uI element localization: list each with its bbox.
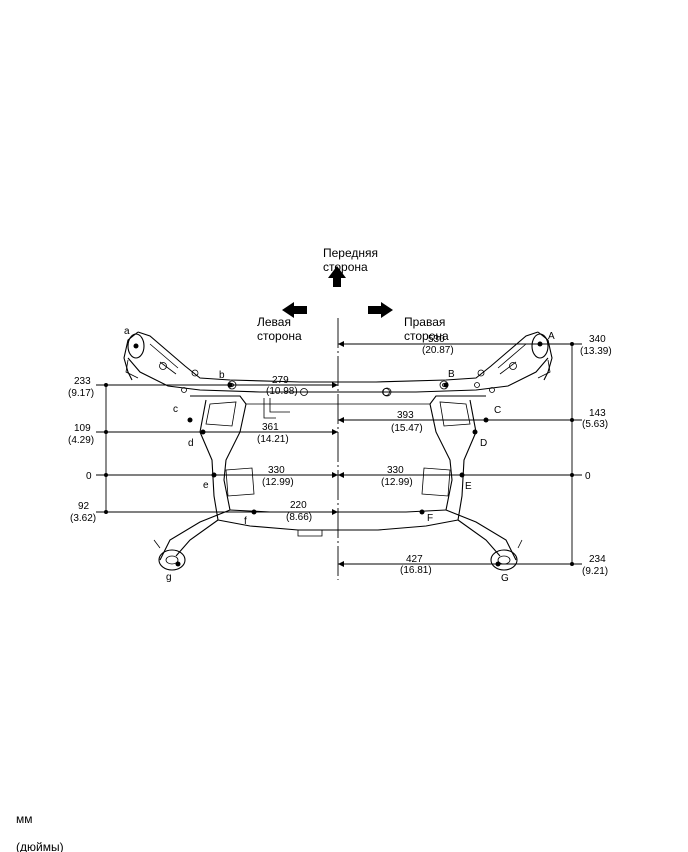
vdim-234-inch: (9.21)	[582, 566, 608, 577]
point-label-F: F	[427, 513, 433, 524]
left-label-2: сторона	[257, 329, 302, 343]
point-label-D: D	[480, 438, 487, 449]
point-label-a: a	[124, 326, 130, 337]
dim-530-inch: (20.87)	[422, 345, 454, 356]
vdim-234-value: 234	[589, 554, 606, 565]
dim-361-value: 361	[262, 422, 279, 433]
point-label-g: g	[166, 572, 172, 583]
vdim-109-inch: (4.29)	[68, 435, 94, 446]
dim-279-value: 279	[272, 375, 289, 386]
right-label-1: Правая	[404, 315, 445, 329]
vdim-233-inch: (9.17)	[68, 388, 94, 399]
point-label-E: E	[465, 481, 472, 492]
dim-530-value: 530	[428, 334, 445, 345]
dim-330l-value: 330	[268, 465, 285, 476]
dim-427-inch: (16.81)	[400, 565, 432, 576]
front-label-2: сторона	[323, 260, 368, 274]
front-arrow-icon	[328, 266, 346, 287]
right-arrow-icon	[368, 302, 393, 318]
dim-220-value: 220	[290, 500, 307, 511]
vdim-340-value: 340	[589, 334, 606, 345]
vdim-143-inch: (5.63)	[582, 419, 608, 430]
dim-330r-value: 330	[387, 465, 404, 476]
vdim-92-inch: (3.62)	[70, 513, 96, 524]
vdim-340-inch: (13.39)	[580, 346, 612, 357]
dim-279-inch: (10.98)	[266, 386, 298, 397]
point-label-B: B	[448, 369, 455, 380]
dim-361-inch: (14.21)	[257, 434, 289, 445]
vertical-dimensions	[96, 342, 582, 566]
dim-330l-inch: (12.99)	[262, 477, 294, 488]
unit-mm-label: мм	[16, 812, 33, 826]
vdim-233-value: 233	[74, 376, 91, 387]
point-label-f: f	[244, 516, 247, 527]
vdim-143-value: 143	[589, 408, 606, 419]
right-label-2: сторона	[404, 329, 449, 343]
front-label-1: Передняя	[323, 246, 378, 260]
point-label-c: c	[173, 404, 178, 415]
left-arrow-icon	[282, 302, 307, 318]
point-label-b: b	[219, 370, 225, 381]
dim-220-inch: (8.66)	[286, 512, 312, 523]
point-label-d: d	[188, 438, 194, 449]
point-label-A: A	[548, 331, 555, 342]
dim-393-inch: (15.47)	[391, 423, 423, 434]
vdim-109-value: 109	[74, 423, 91, 434]
point-label-C: C	[494, 405, 501, 416]
dim-330r-inch: (12.99)	[381, 477, 413, 488]
unit-inch-label: (дюймы)	[16, 840, 64, 852]
left-label-1: Левая	[257, 315, 291, 329]
point-label-e: e	[203, 480, 209, 491]
dim-393-value: 393	[397, 410, 414, 421]
vdim-0-left: 0	[86, 471, 92, 482]
vdim-92-value: 92	[78, 501, 90, 512]
vdim-0-right: 0	[585, 471, 591, 482]
horizontal-dimensions	[203, 341, 540, 567]
dim-427-value: 427	[406, 554, 423, 565]
point-label-G: G	[501, 573, 509, 584]
